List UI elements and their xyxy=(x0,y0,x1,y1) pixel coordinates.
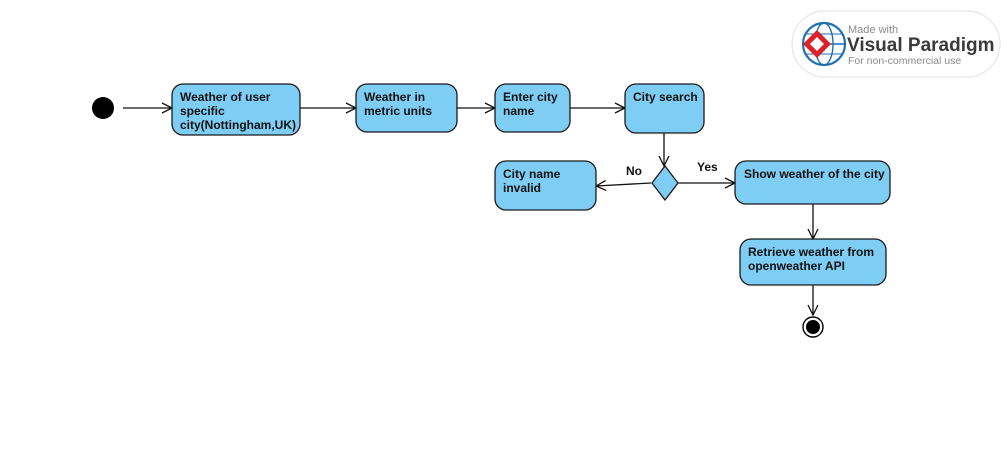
badge-made-with: Made with xyxy=(848,24,898,36)
edge-decision-to-invalid xyxy=(596,183,652,186)
visual-paradigm-logo-icon xyxy=(801,21,847,67)
action-enter-city: Enter city name xyxy=(494,83,571,133)
badge-brand: Visual Paradigm xyxy=(847,35,995,56)
badge-license: For non-commercial use xyxy=(848,55,961,67)
decision-node xyxy=(651,164,679,202)
action-metric-units-label: Weather in metric units xyxy=(364,90,432,118)
guard-yes: Yes xyxy=(697,160,718,174)
guard-no: No xyxy=(626,164,642,178)
action-retrieve-weather-label: Retrieve weather from openweather API xyxy=(748,245,877,273)
action-metric-units: Weather in metric units xyxy=(355,83,458,133)
action-show-weather: Show weather of the city xyxy=(734,160,891,205)
action-show-weather-label: Show weather of the city xyxy=(744,167,885,181)
action-user-city: Weather of user specific city(Nottingham… xyxy=(171,83,301,136)
initial-node xyxy=(92,97,114,119)
action-city-invalid: City name invalid xyxy=(494,160,597,211)
visual-paradigm-badge: Made with Visual Paradigm For non-commer… xyxy=(791,10,1001,78)
action-city-invalid-label: City name invalid xyxy=(503,167,564,195)
action-enter-city-label: Enter city name xyxy=(503,90,561,118)
action-retrieve-weather: Retrieve weather from openweather API xyxy=(739,238,887,286)
action-city-search-label: City search xyxy=(633,90,698,104)
action-user-city-label: Weather of user specific city(Nottingham… xyxy=(180,90,296,132)
final-node xyxy=(802,316,824,338)
action-city-search: City search xyxy=(624,83,705,134)
